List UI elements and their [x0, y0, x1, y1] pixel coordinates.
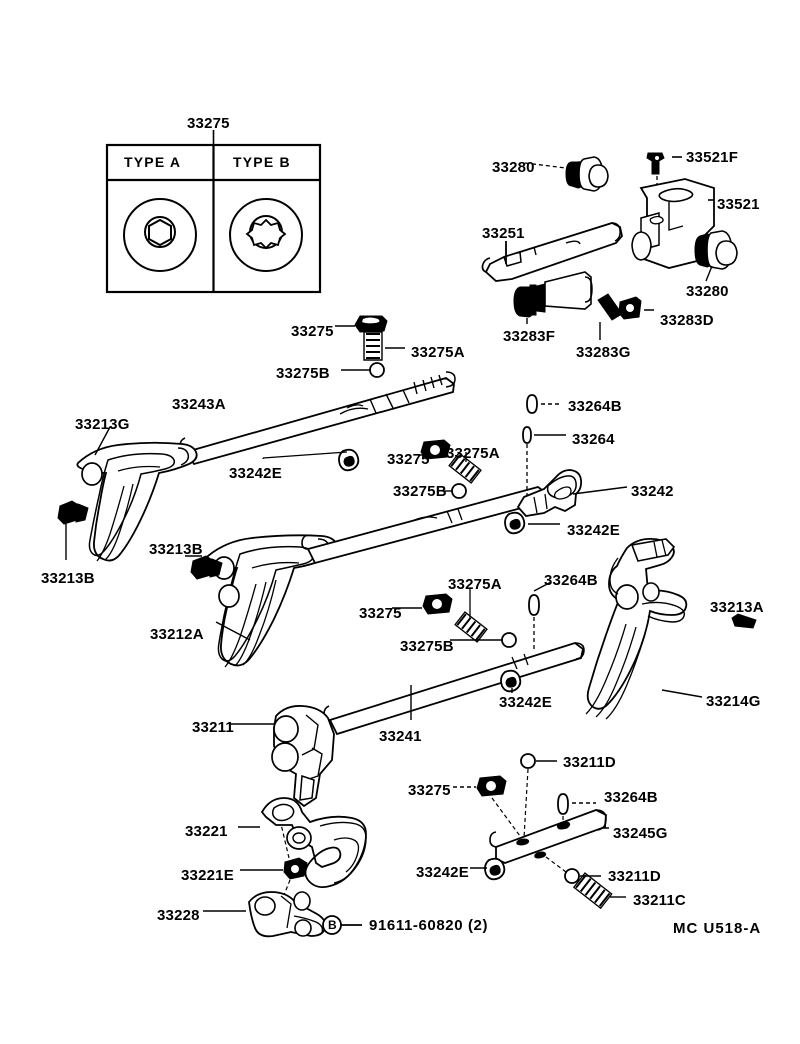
label-33211D-upper: 33211D — [563, 754, 616, 771]
diagram-code: MC U518-A — [673, 920, 762, 937]
part-33264-pin — [522, 426, 566, 496]
part-33214G-fork — [585, 537, 703, 720]
label-33275-upper: 33275 — [291, 323, 334, 340]
label-33280-upper: 33280 — [492, 159, 535, 176]
part-33242E-mid — [504, 511, 560, 535]
label-33242E-bottom: 33242E — [416, 864, 469, 881]
part-33228-bracket — [203, 891, 327, 938]
label-33245G: 33245G — [613, 825, 668, 842]
legend-type-a-header: TYPE A — [124, 154, 182, 170]
label-33211: 33211 — [192, 719, 234, 736]
label-33221: 33221 — [185, 823, 228, 840]
part-33280-upper — [524, 156, 609, 192]
part-33211-head — [230, 705, 335, 808]
part-33242-shaft — [301, 469, 628, 565]
part-33213G-fork — [76, 426, 198, 562]
label-33213B-left: 33213B — [41, 570, 95, 587]
label-33275-bottom: 33275 — [408, 782, 451, 799]
part-33521 — [631, 178, 715, 269]
part-33275-mid — [419, 439, 482, 499]
part-33213B-left — [57, 500, 89, 560]
part-33251 — [481, 222, 623, 282]
part-33211C-spring — [572, 872, 626, 910]
part-33275-lowermid — [392, 588, 517, 648]
label-33283D: 33283D — [660, 312, 714, 329]
footer-symbol-letter: B — [328, 918, 337, 932]
label-33283F: 33283F — [503, 328, 556, 345]
part-33264B-upper — [526, 394, 562, 414]
part-33242E-upper — [262, 448, 360, 472]
label-33275-lowermid: 33275 — [359, 605, 402, 622]
part-33213A-pin — [731, 602, 757, 629]
part-33283F — [513, 271, 593, 324]
part-33211D-upper — [520, 753, 557, 839]
label-33280-lower: 33280 — [686, 283, 729, 300]
label-33264B-bottom: 33264B — [604, 789, 658, 806]
label-33275B-upper: 33275B — [276, 365, 330, 382]
label-33221E: 33221E — [181, 867, 234, 884]
part-33275-bottom — [453, 775, 521, 837]
part-33283D — [618, 296, 654, 320]
legend-part-number: 33275 — [187, 115, 230, 132]
label-33275A-upper: 33275A — [411, 344, 465, 361]
label-33275A-lowermid: 33275A — [448, 576, 502, 593]
footer-symbol-B — [322, 915, 362, 935]
label-33242E-upper: 33242E — [229, 465, 282, 482]
part-33245G-shaft — [489, 809, 609, 864]
label-33213G: 33213G — [75, 416, 130, 433]
label-33212A: 33212A — [150, 626, 204, 643]
label-33283G: 33283G — [576, 344, 631, 361]
label-33275B-lowermid: 33275B — [400, 638, 454, 655]
label-33521F: 33521F — [686, 149, 739, 166]
part-33280-lower — [694, 230, 738, 282]
label-33242E-mid: 33242E — [567, 522, 620, 539]
label-33521: 33521 — [717, 196, 760, 213]
label-33275B-mid: 33275B — [393, 483, 447, 500]
part-33221-arm — [238, 797, 367, 889]
label-33211D-lower: 33211D — [608, 868, 661, 885]
label-33251: 33251 — [482, 225, 525, 242]
label-33211C: 33211C — [633, 892, 686, 909]
label-33264B-mid: 33264B — [544, 572, 598, 589]
label-33228: 33228 — [157, 907, 200, 924]
label-33264: 33264 — [572, 431, 615, 448]
label-33241: 33241 — [379, 728, 422, 745]
label-33242E-lower: 33242E — [499, 694, 552, 711]
part-33241-shaft — [323, 642, 585, 736]
part-33242E-lower — [500, 669, 522, 693]
label-33213B-center: 33213B — [149, 541, 203, 558]
label-33214G: 33214G — [706, 693, 761, 710]
footer-part-note: 91611-60820 (2) — [369, 917, 489, 934]
label-33243A: 33243A — [172, 396, 226, 413]
part-33275-upper — [335, 315, 405, 378]
part-33264B-bottom — [557, 793, 596, 826]
legend-box — [105, 130, 322, 294]
part-33211D-lower — [541, 853, 601, 884]
label-33275A-mid: 33275A — [446, 445, 500, 462]
part-33221E-bolt — [240, 823, 308, 901]
label-33213A: 33213A — [710, 599, 764, 616]
label-33264B-upper: 33264B — [568, 398, 622, 415]
label-33242: 33242 — [631, 483, 674, 500]
part-33264B-mid — [528, 581, 552, 650]
legend-type-b-header: TYPE B — [233, 154, 291, 170]
part-33242E-bottom — [470, 857, 506, 881]
part-33283G — [597, 293, 623, 340]
label-33275-mid: 33275 — [387, 451, 430, 468]
part-33213B-center — [185, 555, 223, 580]
